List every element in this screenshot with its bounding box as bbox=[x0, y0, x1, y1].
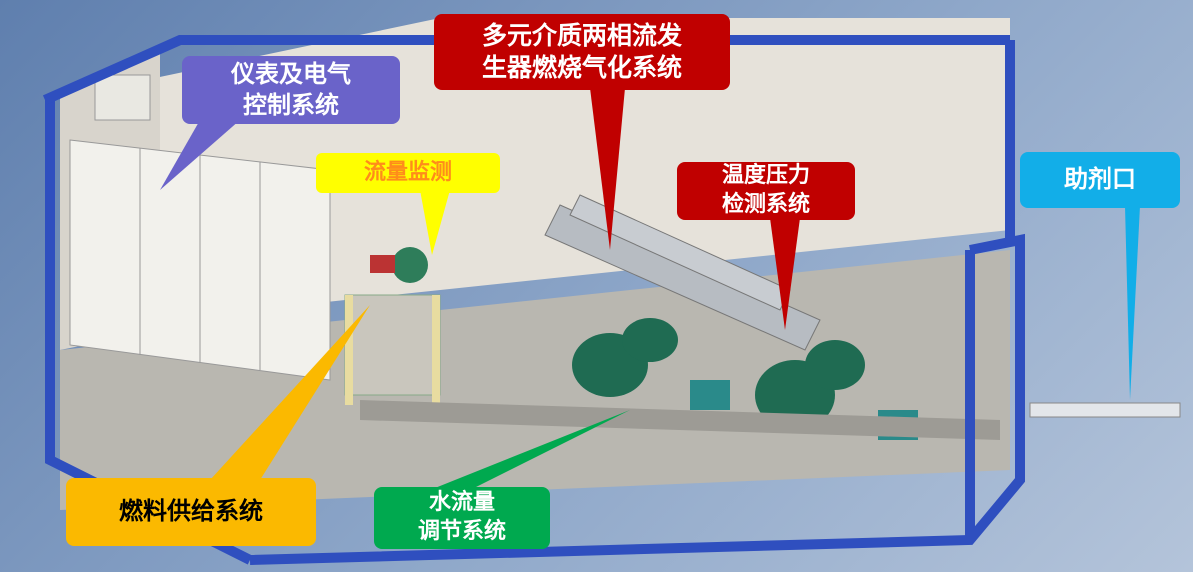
additive-port-label: 助剂口 bbox=[1020, 152, 1180, 208]
pumps bbox=[572, 318, 918, 440]
additive-pipe bbox=[1029, 402, 1181, 418]
skid-base bbox=[360, 400, 1000, 440]
fuel-supply-label: 燃料供给系统 bbox=[66, 478, 316, 546]
temp-pressure-label: 温度压力 检测系统 bbox=[677, 162, 855, 220]
leader-arrows bbox=[160, 88, 1140, 490]
fuel-rack bbox=[344, 247, 441, 405]
flow-monitor-label: 流量监测 bbox=[316, 153, 500, 193]
generator-tubes bbox=[544, 194, 821, 351]
water-flow-label: 水流量 调节系统 bbox=[374, 487, 550, 549]
generator-system-label: 多元介质两相流发 生器燃烧气化系统 bbox=[434, 14, 730, 90]
electrical-cabinets bbox=[69, 74, 331, 381]
control-system-label: 仪表及电气 控制系统 bbox=[182, 56, 400, 124]
